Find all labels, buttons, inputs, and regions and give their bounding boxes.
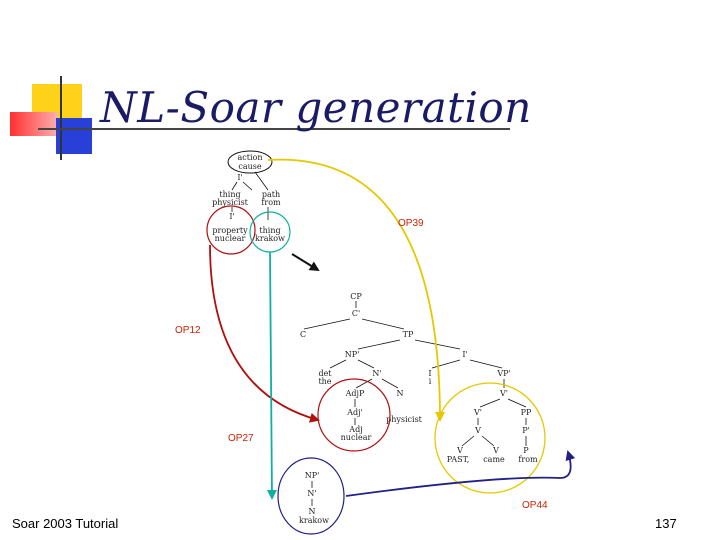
op12-arrow xyxy=(209,244,320,423)
op44-arrow xyxy=(345,450,576,497)
syntax-edge xyxy=(414,339,461,350)
syntax-edge xyxy=(481,435,495,447)
transition-arrow xyxy=(291,253,320,272)
decor-red-bar xyxy=(10,112,58,136)
syntax-tp-label: TP xyxy=(403,330,414,339)
bottom-tree: NP' N' N krakow xyxy=(299,471,329,525)
semantic-red-circle xyxy=(206,205,256,255)
syntax-edge xyxy=(303,318,351,330)
syntax-np-label: NP' xyxy=(345,350,360,359)
semantic-leaf-b-label-1: thing xyxy=(259,226,280,235)
bottom-np-label: NP' xyxy=(305,471,320,480)
syntax-v-label: V xyxy=(474,426,481,435)
semantic-right-label-2: from xyxy=(261,198,281,207)
syntax-edge xyxy=(357,359,375,369)
syntax-edge xyxy=(461,435,475,447)
semantic-edge xyxy=(242,181,253,191)
syntax-past-word: PAST, xyxy=(447,455,470,464)
syntax-adjp-label: AdjP xyxy=(345,389,365,398)
syntax-from-word: from xyxy=(518,455,538,464)
syntax-v2-label: V' xyxy=(473,408,482,417)
op44-label: OP44 xyxy=(522,500,548,511)
syntax-p-label: P xyxy=(523,446,529,455)
semantic-leaf-a-label-2: nuclear xyxy=(215,234,246,243)
semantic-left-label-2: physicist xyxy=(212,198,249,207)
decor-vertical-line xyxy=(60,76,62,160)
syntax-edge xyxy=(507,398,527,408)
syntax-edge xyxy=(355,378,373,389)
syntax-cp-label: CP xyxy=(350,292,362,301)
syntax-came-word: came xyxy=(483,455,505,464)
semantic-edge xyxy=(231,181,238,191)
footer-left: Soar 2003 Tutorial xyxy=(12,516,119,531)
syntax-det-label-1: det xyxy=(318,369,332,378)
bottom-nbar-label: N' xyxy=(307,489,316,498)
syntax-vp-label: VP' xyxy=(496,369,510,378)
bottom-n-label: N xyxy=(309,507,316,516)
syntax-ibar-label: I' xyxy=(462,350,467,359)
syntax-pp-label: PP xyxy=(521,408,532,417)
semantic-root-label-2: cause xyxy=(238,162,262,171)
syntax-nbar-label: N' xyxy=(372,369,381,378)
bottom-krakow-word: krakow xyxy=(299,516,329,525)
syntax-v4-label: V xyxy=(492,446,499,455)
vbar-yellow-circle xyxy=(434,382,546,494)
syntax-v3-label: V xyxy=(456,446,463,455)
op12-label: OP12 xyxy=(175,325,201,336)
syntax-adjbar-label: Adj' xyxy=(346,408,363,417)
syntax-i-label: I xyxy=(428,369,431,378)
syntax-edge xyxy=(329,359,347,369)
semantic-leaf-a-label-1: property xyxy=(212,226,248,235)
op27-label: OP27 xyxy=(228,433,254,444)
syntax-edge xyxy=(361,318,405,330)
op27-arrow xyxy=(266,251,277,500)
syntax-edge xyxy=(431,359,461,369)
semantic-root-ellipse xyxy=(227,150,273,174)
syntax-det-label-2: the xyxy=(318,377,331,386)
semantic-bar-label: I' xyxy=(237,173,242,182)
syntax-adj-label: Adj xyxy=(348,425,362,434)
syntax-cbar-label: C' xyxy=(352,309,360,318)
slide-title: NL-Soar generation xyxy=(100,83,532,132)
syntax-edge xyxy=(479,398,501,408)
semantic-left-label-1: thing xyxy=(219,190,240,199)
semantic-tree: action cause I' thing physicist path fro… xyxy=(212,150,285,243)
op39-arrow xyxy=(267,158,445,422)
semantic-sub-bar-label: I' xyxy=(229,212,234,221)
semantic-edge xyxy=(254,171,269,191)
syntax-edge xyxy=(469,359,503,369)
decor-blue-square xyxy=(56,118,92,154)
op39-label: OP39 xyxy=(398,218,424,229)
semantic-leaf-b-label-2: krakow xyxy=(255,234,285,243)
syntax-edge xyxy=(381,378,399,389)
syntax-physicist-word: physicist xyxy=(386,415,423,424)
syntax-c-label: C xyxy=(300,330,306,339)
page-number: 137 xyxy=(655,516,677,531)
semantic-root-label-1: action xyxy=(238,153,263,162)
syntax-n-label: N xyxy=(397,389,404,398)
title-rule xyxy=(38,128,510,130)
syntax-pbar-label: P' xyxy=(522,426,530,435)
syntax-nuclear-word: nuclear xyxy=(341,433,372,442)
semantic-right-label-1: path xyxy=(262,190,280,199)
syntax-tree: CP C' C TP NP' I' det the N' I i VP' Adj… xyxy=(300,292,538,464)
syntax-i-sub-label: i xyxy=(429,377,432,386)
syntax-edge xyxy=(357,339,401,350)
syntax-vbar-label: V' xyxy=(499,389,508,398)
bottom-tree-ellipse xyxy=(277,457,345,535)
